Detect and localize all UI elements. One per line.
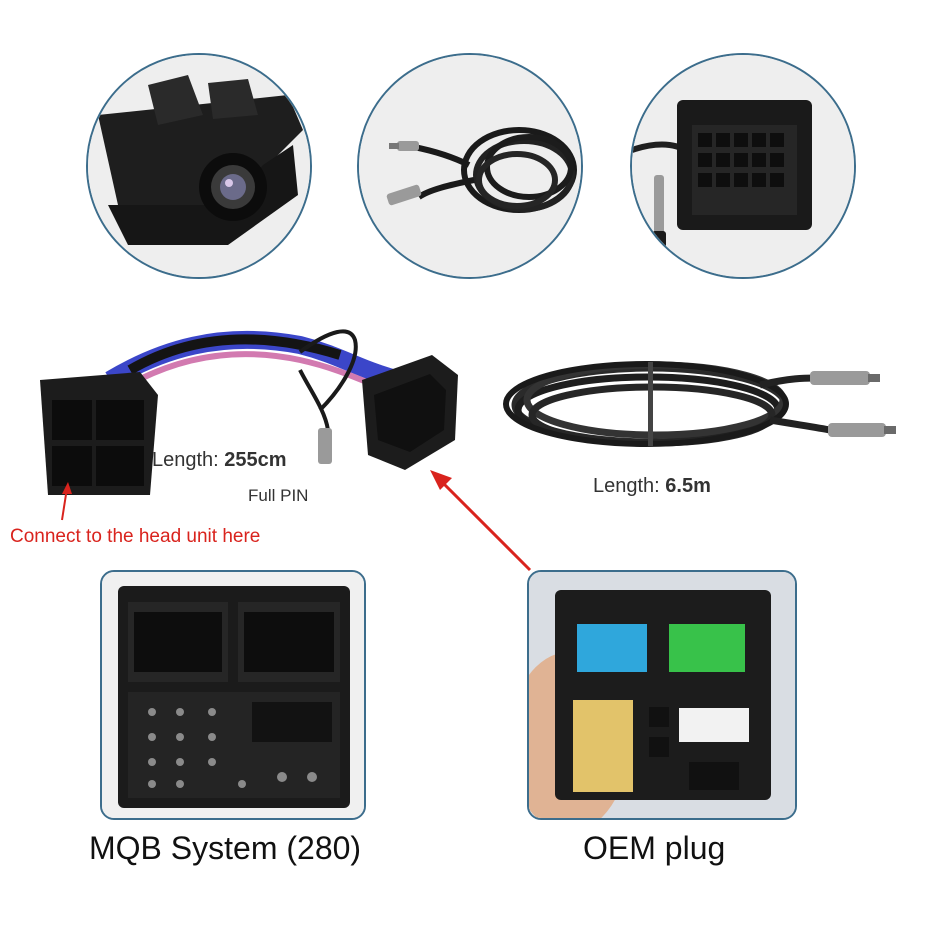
harness-length-label: Length: 255cm [152, 449, 287, 472]
extension-cable-photo [357, 53, 583, 279]
oem-plug-photo [527, 570, 797, 820]
harness-length-prefix: Length: [152, 449, 225, 471]
connect-note: Connect to the head unit here [10, 526, 261, 547]
oem-caption: OEM plug [583, 830, 726, 866]
cable-length-label: Length: 6.5m [593, 475, 711, 498]
camera-photo [86, 53, 312, 279]
full-pin-label: Full PIN [248, 486, 309, 505]
cable-length-value: 6.5m [665, 475, 711, 497]
mqb-caption: MQB System (280) [89, 830, 362, 866]
harness-length-value: 255cm [224, 449, 287, 471]
cable-length-prefix: Length: [593, 475, 666, 497]
oem-connector-photo [630, 53, 856, 279]
mqb-connector-photo [100, 570, 366, 820]
